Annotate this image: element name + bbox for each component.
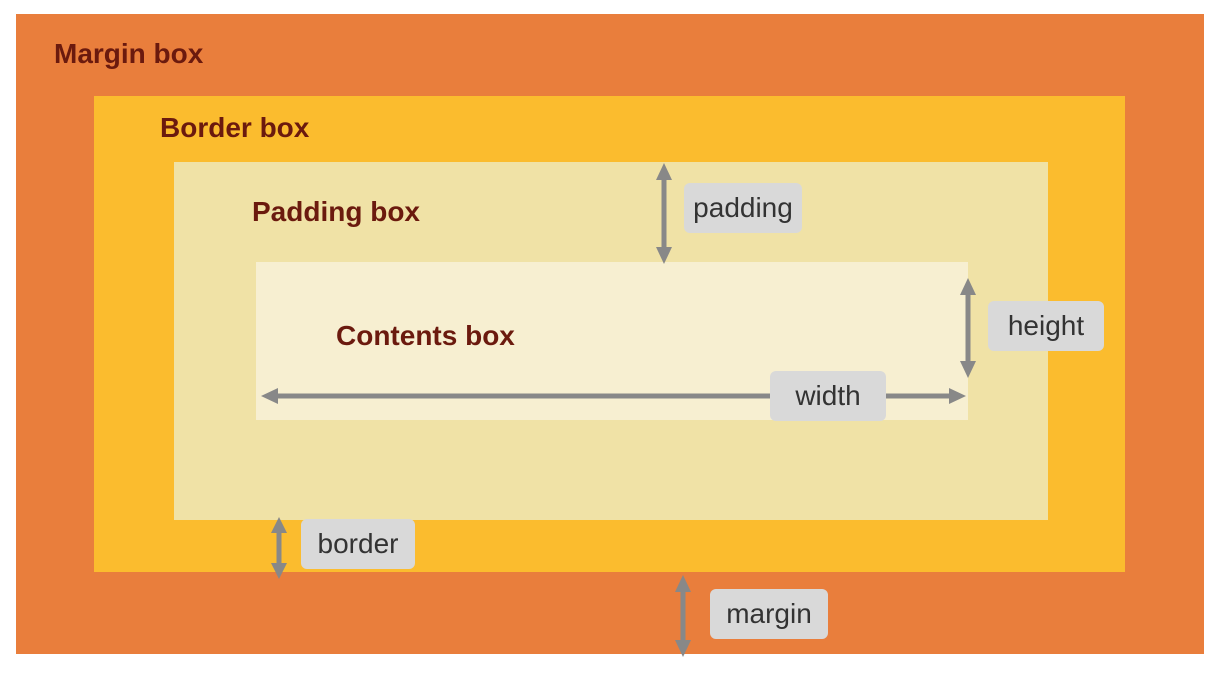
width-label: width <box>770 371 886 421</box>
border-box-title: Border box <box>160 112 310 143</box>
padding-label: padding <box>684 183 802 233</box>
contents-box-title: Contents box <box>336 320 515 351</box>
margin-box-title: Margin box <box>54 38 204 69</box>
padding-box-title: Padding box <box>252 196 420 227</box>
height-label: height <box>988 301 1104 351</box>
border-label: border <box>301 519 415 569</box>
margin-label: margin <box>710 589 828 639</box>
